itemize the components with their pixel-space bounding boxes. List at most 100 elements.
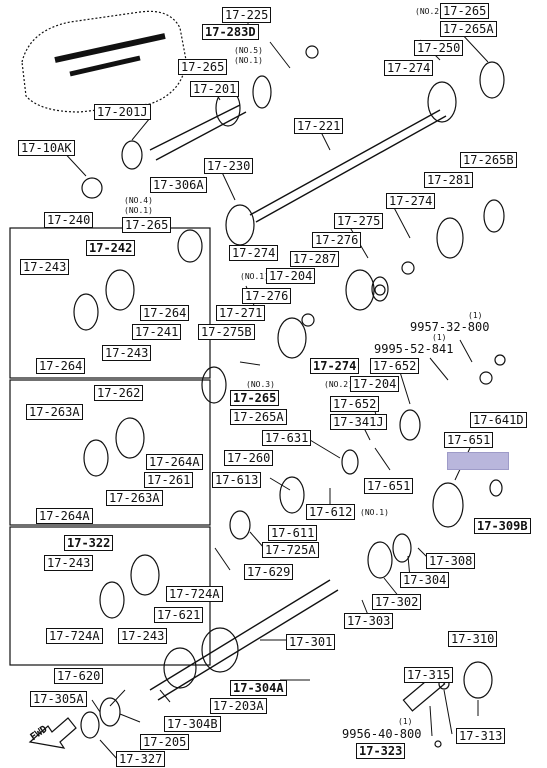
part-label-17-651-b[interactable]: 17-651 (364, 478, 414, 494)
part-label-17-620[interactable]: 17-620 (54, 668, 104, 684)
part-label-17-304[interactable]: 17-304 (400, 572, 450, 588)
part-label-17-241[interactable]: 17-241 (132, 324, 182, 340)
part-label-17-243-b[interactable]: 17-243 (102, 345, 152, 361)
part-label-17-302[interactable]: 17-302 (372, 594, 422, 610)
part-label-17-205[interactable]: 17-205 (140, 734, 190, 750)
bearing-17-305A (99, 697, 121, 727)
part-label-17-204-a[interactable]: 17-204 (266, 268, 316, 284)
part-label-17-242[interactable]: 17-242 (86, 240, 136, 256)
part-label-17-651-a[interactable]: 17-651 (444, 432, 494, 448)
fwd-arrow (28, 717, 77, 749)
part-label-17-201[interactable]: 17-201 (190, 81, 240, 97)
part-label-9995-52-841[interactable]: 9995-52-841 (372, 342, 456, 356)
part-label-17-276-b[interactable]: 17-276 (242, 288, 292, 304)
part-label-17-306A[interactable]: 17-306A (150, 177, 207, 193)
bearing-17-287 (345, 269, 375, 311)
part-label-17-652-b[interactable]: 17-652 (330, 396, 380, 412)
part-label-17-240[interactable]: 17-240 (44, 212, 94, 228)
note-no5: (NO.5) (232, 46, 265, 55)
part-label-17-263A-a[interactable]: 17-263A (26, 404, 83, 420)
part-label-17-641D[interactable]: 17-641D (470, 412, 527, 428)
qty-note-1-b: (1) (430, 333, 449, 342)
part-label-17-629[interactable]: 17-629 (244, 564, 294, 580)
part-label-17-301[interactable]: 17-301 (286, 634, 336, 650)
part-label-17-265-b[interactable]: 17-265 (440, 3, 490, 19)
part-label-9957-32-800[interactable]: 9957-32-800 (408, 320, 492, 334)
gear-17-651 (432, 482, 464, 528)
part-label-17-303[interactable]: 17-303 (344, 613, 394, 629)
part-label-17-243-a[interactable]: 17-243 (20, 259, 70, 275)
part-label-17-203A[interactable]: 17-203A (210, 698, 267, 714)
part-label-17-287[interactable]: 17-287 (290, 251, 340, 267)
part-label-17-274-b[interactable]: 17-274 (229, 245, 279, 261)
part-label-17-274-a[interactable]: 17-274 (384, 60, 434, 76)
part-label-17-327[interactable]: 17-327 (116, 751, 166, 767)
part-label-17-230[interactable]: 17-230 (204, 158, 254, 174)
part-label-17-304B[interactable]: 17-304B (164, 716, 221, 732)
part-label-17-263A-b[interactable]: 17-263A (106, 490, 163, 506)
part-label-17-264-a[interactable]: 17-264 (140, 305, 190, 321)
part-label-17-265A-b[interactable]: 17-265A (230, 409, 287, 425)
part-label-17-283D[interactable]: 17-283D (202, 24, 259, 40)
part-label-17-611[interactable]: 17-611 (268, 525, 318, 541)
part-label-17-323[interactable]: 17-323 (356, 743, 406, 759)
part-label-17-341J[interactable]: 17-341J (330, 414, 387, 430)
part-label-17-264A-a[interactable]: 17-264A (146, 454, 203, 470)
gear-17-304 (392, 533, 412, 563)
part-label-17-243-d[interactable]: 17-243 (118, 628, 168, 644)
part-label-17-613[interactable]: 17-613 (212, 472, 262, 488)
part-label-17-265B[interactable]: 17-265B (460, 152, 517, 168)
gear-17-201J (121, 140, 143, 170)
part-label-17-276-a[interactable]: 17-276 (312, 232, 362, 248)
part-label-17-313[interactable]: 17-313 (456, 728, 506, 744)
part-label-17-612[interactable]: 17-612 (306, 504, 356, 520)
highlighted-blank-part-label[interactable] (447, 452, 509, 470)
ring-17-613 (229, 510, 251, 540)
part-label-17-310[interactable]: 17-310 (448, 631, 498, 647)
part-label-17-281[interactable]: 17-281 (424, 172, 474, 188)
part-label-17-305A[interactable]: 17-305A (30, 691, 87, 707)
part-label-17-724A-b[interactable]: 17-724A (46, 628, 103, 644)
gear-17-250 (427, 81, 457, 123)
part-label-17-308[interactable]: 17-308 (426, 553, 476, 569)
part-label-17-225[interactable]: 17-225 (222, 7, 272, 23)
part-label-9956-40-800[interactable]: 9956-40-800 (340, 727, 424, 741)
part-label-17-204-b[interactable]: 17-204 (350, 376, 400, 392)
part-label-17-221[interactable]: 17-221 (294, 118, 344, 134)
part-label-17-261[interactable]: 17-261 (144, 472, 194, 488)
part-label-17-201J[interactable]: 17-201J (94, 104, 151, 120)
part-label-17-309B[interactable]: 17-309B (474, 518, 531, 534)
part-label-17-265-a[interactable]: 17-265 (178, 59, 228, 75)
part-label-17-275B[interactable]: 17-275B (198, 324, 255, 340)
note-no3: (NO.3) (244, 380, 277, 389)
part-label-17-250[interactable]: 17-250 (414, 40, 464, 56)
part-label-17-265A-a[interactable]: 17-265A (440, 21, 497, 37)
part-label-17-260[interactable]: 17-260 (224, 450, 274, 466)
part-label-17-621[interactable]: 17-621 (154, 607, 204, 623)
part-label-17-274-c[interactable]: 17-274 (386, 193, 436, 209)
part-label-17-10AK[interactable]: 17-10AK (18, 140, 75, 156)
qty-note-1-a: (1) (466, 311, 485, 320)
note-no1: (NO.1) (232, 56, 265, 65)
part-label-17-265-c[interactable]: 17-265 (122, 217, 172, 233)
part-label-17-264A-b[interactable]: 17-264A (36, 508, 93, 524)
part-label-17-262[interactable]: 17-262 (94, 385, 144, 401)
part-label-17-315[interactable]: 17-315 (404, 667, 454, 683)
part-label-17-631[interactable]: 17-631 (262, 430, 312, 446)
part-label-17-724A-a[interactable]: 17-724A (166, 586, 223, 602)
part-label-17-271[interactable]: 17-271 (216, 305, 266, 321)
part-label-17-275[interactable]: 17-275 (334, 213, 384, 229)
part-label-17-264-b[interactable]: 17-264 (36, 358, 86, 374)
input-shaft-17-201 (149, 104, 247, 161)
part-label-17-304A[interactable]: 17-304A (230, 680, 287, 696)
gear-17-302 (367, 541, 393, 579)
part-label-17-652-a[interactable]: 17-652 (370, 358, 420, 374)
part-label-17-243-c[interactable]: 17-243 (44, 555, 94, 571)
part-label-17-274-d[interactable]: 17-274 (310, 358, 360, 374)
ring-17-265-b (177, 229, 203, 263)
countershaft-17-301 (149, 579, 339, 701)
gear-17-230 (225, 204, 255, 246)
part-label-17-265-d[interactable]: 17-265 (230, 390, 280, 406)
part-label-17-725A[interactable]: 17-725A (262, 542, 319, 558)
part-label-17-322[interactable]: 17-322 (64, 535, 114, 551)
